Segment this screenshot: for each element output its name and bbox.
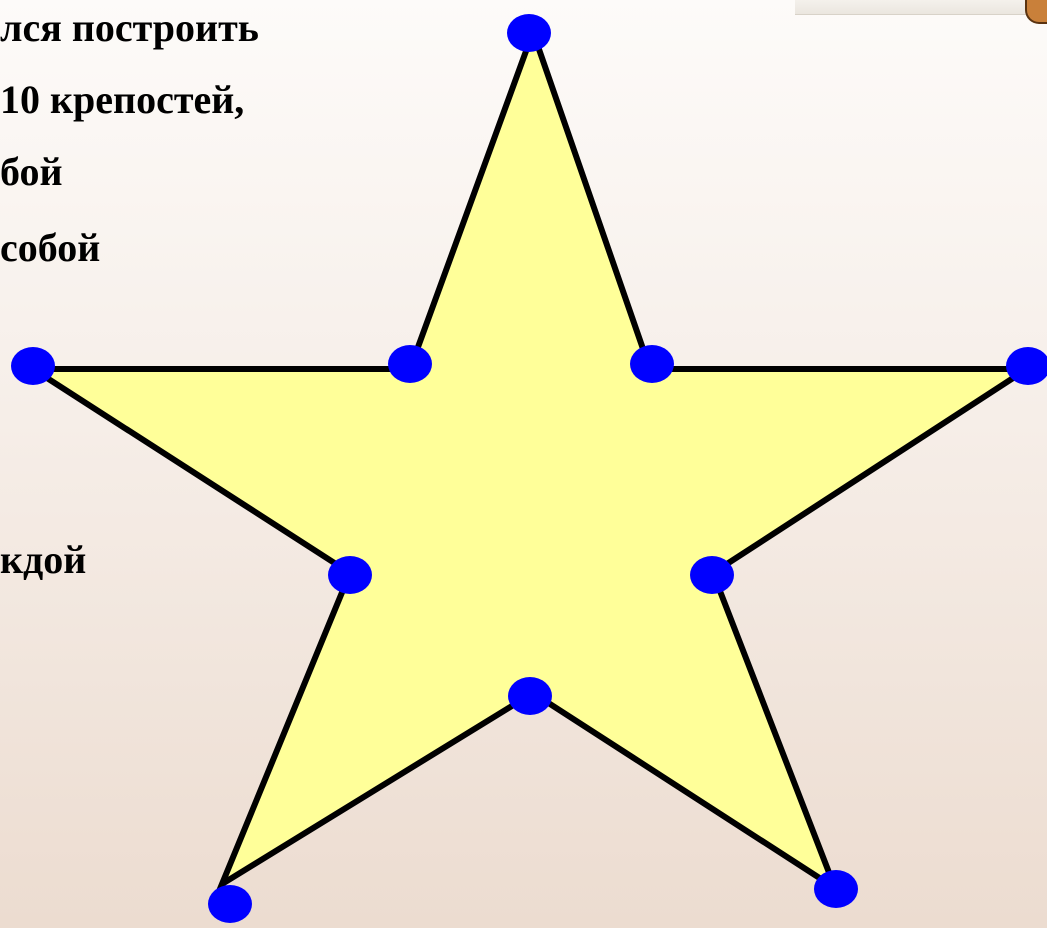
fortress-point-top[interactable] (507, 14, 551, 52)
fortress-point-bottom-right-tip[interactable] (814, 870, 858, 908)
text-line-3: бой (0, 149, 63, 194)
corner-image (795, 0, 1047, 15)
corner-decoration (1025, 0, 1047, 24)
fortress-point-inner-upper-right[interactable] (630, 345, 674, 383)
fortress-point-inner-bottom[interactable] (508, 677, 552, 715)
fortress-point-inner-lower-right[interactable] (690, 556, 734, 594)
fortress-point-inner-upper-left[interactable] (388, 345, 432, 383)
text-line-5: кдой (0, 537, 87, 582)
fortress-point-left-tip[interactable] (11, 347, 55, 385)
fortress-point-right-tip[interactable] (1006, 347, 1047, 385)
fortress-point-inner-lower-left[interactable] (328, 556, 372, 594)
text-line-1: лся построить (0, 5, 259, 50)
star-shape (22, 23, 1038, 896)
text-line-2: 10 крепостей, (0, 77, 245, 122)
text-line-4: собой (0, 225, 101, 270)
fortress-point-bottom-left-tip[interactable] (208, 885, 252, 923)
